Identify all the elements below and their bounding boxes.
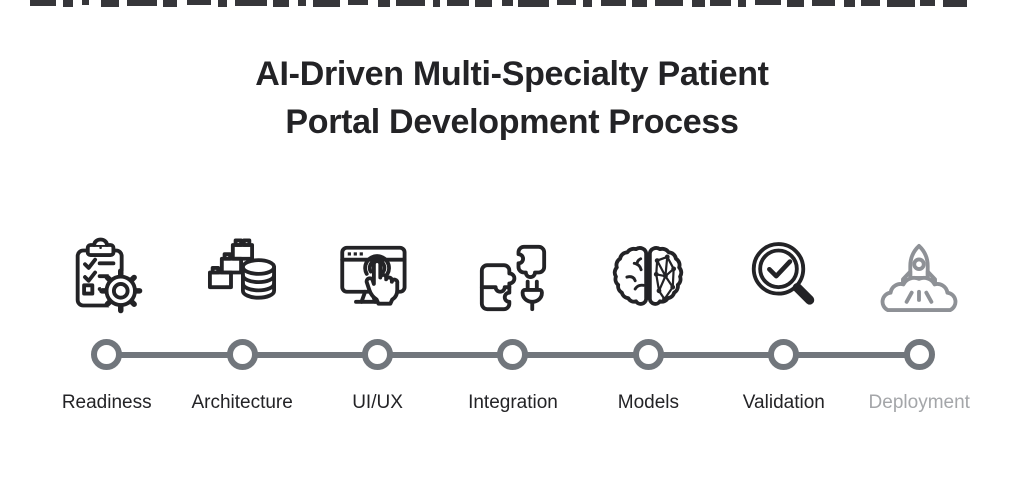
step-label: Architecture: [191, 392, 293, 413]
timeline-node: [768, 339, 800, 370]
steps-icons-row: [39, 230, 987, 325]
timeline-node: [497, 339, 529, 370]
title-line-2: Portal Development Process: [285, 103, 739, 141]
step-label: Deployment: [868, 392, 970, 413]
puzzle-plug-icon: [479, 244, 547, 311]
browser-touch-icon: [339, 245, 407, 306]
step-deployment: [852, 230, 987, 325]
magnifier-check-icon: [751, 241, 815, 305]
brain-neural-network-icon: [613, 245, 684, 306]
step-models: [581, 230, 716, 325]
process-timeline: [39, 338, 987, 371]
step-label: Validation: [742, 392, 825, 413]
rocket-launch-cloud-icon: [880, 243, 958, 312]
title-line-1: AI-Driven Multi-Specialty Patient: [255, 55, 769, 93]
steps-labels-row: Readiness Architecture UI/UX Integration…: [39, 390, 987, 416]
timeline-node: [362, 339, 394, 370]
timeline-node: [91, 339, 123, 370]
step-uiux: [310, 230, 445, 325]
timeline-node: [226, 339, 258, 370]
clipboard-checklist-gear-icon: [75, 237, 142, 313]
step-label: UI/UX: [352, 392, 403, 413]
step-readiness: [39, 230, 174, 325]
step-validation: [716, 230, 851, 325]
timeline-node: [632, 339, 664, 370]
step-label: Integration: [468, 392, 558, 413]
step-label: Readiness: [61, 392, 152, 413]
step-integration: [445, 230, 580, 325]
timeline-node: [903, 339, 935, 370]
step-label: Models: [617, 392, 680, 413]
cropped-text-strip: [30, 0, 1024, 8]
building-blocks-database-icon: [208, 237, 277, 300]
step-architecture: [174, 230, 309, 325]
